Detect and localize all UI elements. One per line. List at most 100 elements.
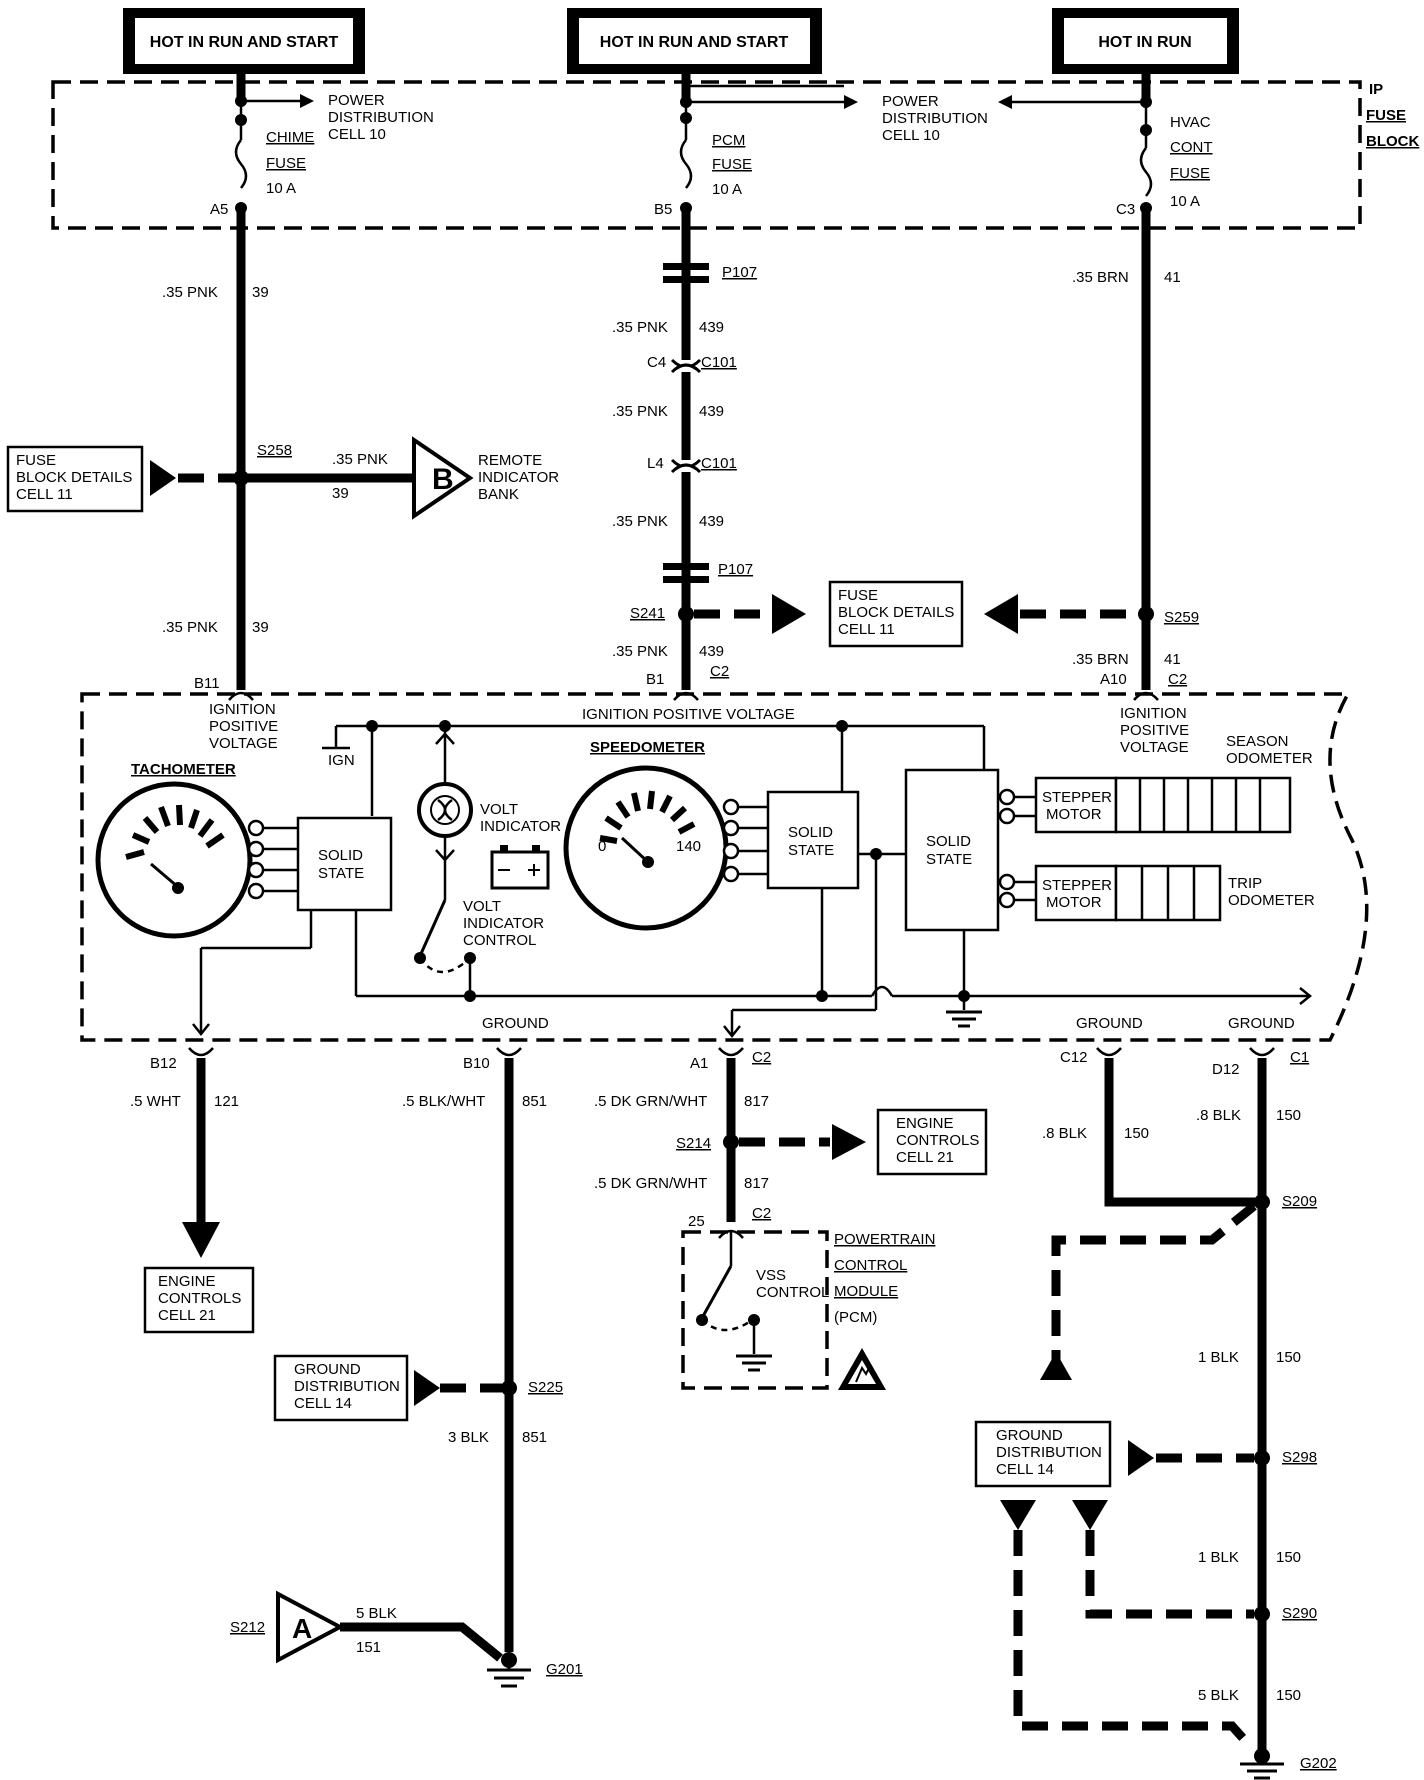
gnd-left-2: DISTRIBUTION (294, 1378, 400, 1395)
wire-8-circuit: 39 (252, 619, 269, 636)
solid-state-3b: STATE (926, 851, 972, 868)
ref-ground-dist-left (273, 1354, 409, 1422)
wire-6-circuit: 41 (1164, 269, 1181, 286)
s290-label: S290 (1282, 1605, 1317, 1622)
pin-d12: D12 (1212, 1061, 1240, 1078)
wire-3-gauge: .35 PNK (612, 403, 668, 420)
wire-13-gauge: .5 DK GRN/WHT (594, 1175, 707, 1192)
wire-10-gauge: .5 WHT (130, 1093, 181, 1110)
pcm-title-1: POWERTRAIN (834, 1231, 935, 1248)
wire-14-circuit: 150 (1124, 1125, 1149, 1142)
gnd-left-1: GROUND (294, 1361, 361, 1378)
c2-b1-label: C2 (710, 663, 729, 680)
ref-engine-controls-right (876, 1108, 988, 1176)
ground-label-1: GROUND (482, 1015, 549, 1032)
wire-14-gauge: .8 BLK (1042, 1125, 1087, 1142)
wire-5-gauge: .35 PNK (612, 643, 668, 660)
ref-letter-a: A (292, 1613, 312, 1644)
s212-label: S212 (230, 1619, 265, 1636)
ground-label-2: GROUND (1076, 1015, 1143, 1032)
s258-label: S258 (257, 442, 292, 459)
solid-state-speedo (766, 790, 860, 890)
ref-engine-controls-left (143, 1266, 255, 1334)
vss-switch (700, 1265, 733, 1319)
pdc-center-line2: DISTRIBUTION (882, 110, 988, 127)
wire-7-circuit: 39 (332, 485, 349, 502)
splice-s225 (501, 1380, 517, 1396)
wire-16-gauge: 3 BLK (448, 1429, 489, 1446)
stepper-2b: MOTOR (1046, 894, 1102, 911)
remote-indicator-ref-arrow (412, 436, 474, 520)
pdc-left-line2: DISTRIBUTION (328, 109, 434, 126)
wire-11-gauge: .5 BLK/WHT (402, 1093, 485, 1110)
ground-g201-symbol (487, 1660, 531, 1688)
gnd-right-2: DISTRIBUTION (996, 1444, 1102, 1461)
fuse-block-label-ip: IP (1369, 81, 1383, 98)
engine-left-1: ENGINE (158, 1273, 216, 1290)
wire-6-gauge: .35 BRN (1072, 269, 1129, 286)
pin-b12: B12 (150, 1055, 177, 1072)
hvac-fuse-label: FUSE (1170, 165, 1210, 182)
wire-8-gauge: .35 PNK (162, 619, 218, 636)
pcm-fuse-symbol (679, 139, 693, 189)
ign-label: IGN (328, 752, 355, 769)
volt-indicator-label-2: INDICATOR (480, 818, 561, 835)
pin-25: 25 (688, 1213, 705, 1230)
pin-b10: B10 (463, 1055, 490, 1072)
speedometer-max: 140 (676, 838, 701, 855)
season-odometer-display (1114, 776, 1292, 834)
wire-4-circuit: 439 (699, 513, 724, 530)
supply-center: HOT IN RUN AND START (567, 8, 822, 74)
pdc-center-line3: CELL 10 (882, 127, 940, 144)
c2-a1-label: C2 (752, 1049, 771, 1066)
chime-fuse-rating: 10 A (266, 180, 296, 197)
wire-11-circuit: 851 (522, 1093, 547, 1110)
wire-15-circuit: 150 (1276, 1107, 1301, 1124)
wire-20-gauge: 5 BLK (356, 1605, 397, 1622)
wire-2-circuit: 439 (699, 319, 724, 336)
chime-fuse-name: CHIME (266, 129, 314, 146)
solid-state-3a: SOLID (926, 833, 971, 850)
hvac-fuse-symbol (1139, 147, 1153, 197)
fuse-block-label-block: BLOCK (1366, 133, 1419, 150)
pcm-title-2: CONTROL (834, 1257, 907, 1274)
engine-left-3: CELL 21 (158, 1307, 216, 1324)
wire-9-gauge: .35 BRN (1072, 651, 1129, 668)
p107-bottom-label: P107 (718, 561, 753, 578)
ref-a-arrow (276, 1590, 345, 1664)
fuse-details-center-1: FUSE (838, 587, 878, 604)
volt-indicator-switch (418, 899, 447, 957)
engine-left-2: CONTROLS (158, 1290, 241, 1307)
splice-s298 (1254, 1450, 1270, 1466)
wire-17-gauge: 1 BLK (1198, 1349, 1239, 1366)
wire-18-circuit: 150 (1276, 1549, 1301, 1566)
ign-pos-center: IGNITION POSITIVE VOLTAGE (582, 706, 795, 723)
fuse-details-left-2: BLOCK DETAILS (16, 469, 132, 486)
remote-label-2: INDICATOR (478, 469, 559, 486)
wire-18-gauge: 1 BLK (1198, 1549, 1239, 1566)
tachometer-title: TACHOMETER (131, 761, 236, 778)
s214-label: S214 (676, 1135, 711, 1152)
ground-g202-symbol (1240, 1762, 1284, 1780)
volt-control-label-1: VOLT (463, 898, 501, 915)
stepper-1b: MOTOR (1046, 806, 1102, 823)
ref-letter-b: B (432, 463, 454, 496)
supply-right-label: HOT IN RUN (1098, 34, 1191, 51)
ign-pos-right-1: IGNITION (1120, 705, 1187, 722)
pdc-left-line1: POWER (328, 92, 385, 109)
chime-fuse-label: FUSE (266, 155, 306, 172)
pin-c12: C12 (1060, 1049, 1088, 1066)
s298-label: S298 (1282, 1449, 1317, 1466)
pin-a1: A1 (690, 1055, 708, 1072)
solid-state-1b: STATE (318, 865, 364, 882)
wire-1-circuit: 39 (252, 284, 269, 301)
speedometer-title: SPEEDOMETER (590, 739, 705, 756)
wire-15-gauge: .8 BLK (1196, 1107, 1241, 1124)
c101-b-label: C101 (701, 455, 737, 472)
wire-2-gauge: .35 PNK (612, 319, 668, 336)
wire-9-circuit: 41 (1164, 651, 1181, 668)
s241-label: S241 (630, 605, 665, 622)
splice-s290 (1254, 1606, 1270, 1622)
c2-a10-label: C2 (1168, 671, 1187, 688)
